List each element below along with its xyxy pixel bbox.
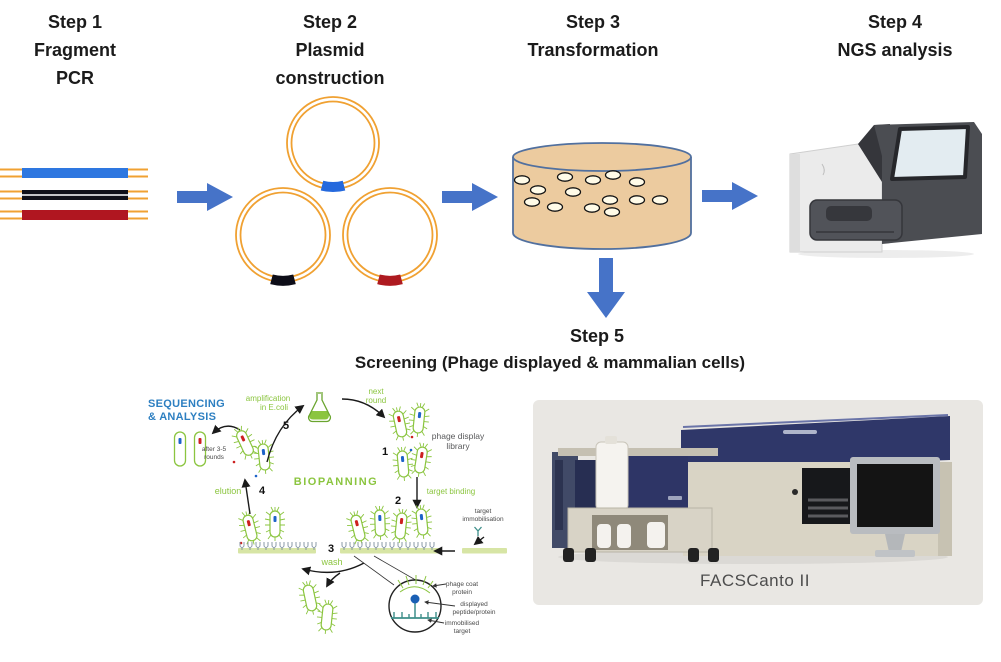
plasmids-graphic xyxy=(235,96,438,286)
fragment-red xyxy=(22,210,128,220)
to-sequencing-arrow xyxy=(211,424,241,435)
displayed-label-line2: peptide/protein xyxy=(452,609,495,616)
immobilise-arrow xyxy=(473,535,485,546)
step4-line2: NGS analysis xyxy=(837,40,953,60)
sequencing-label-line1: SEQUENCING xyxy=(148,398,225,410)
wash-label: wash xyxy=(320,557,342,567)
to-flask-arrow xyxy=(266,404,305,463)
step3-line1: Step 3 xyxy=(565,12,621,32)
sequencer-screen xyxy=(890,125,970,181)
target-immobilisation-line2: immobilisation xyxy=(462,516,504,523)
fresh-surface xyxy=(462,548,507,554)
step3-line2: Transformation xyxy=(527,40,659,60)
phage-library xyxy=(386,401,435,483)
dna-fragments-graphic xyxy=(0,168,148,220)
step2-line3: construction xyxy=(275,68,385,88)
biopanning-step4-number: 4 xyxy=(259,485,266,497)
sequenced-phage-pair xyxy=(173,431,207,467)
fragment-blue xyxy=(22,168,128,178)
phage-library-label-line2: library xyxy=(446,441,470,451)
amplification-label-line1: amplification xyxy=(246,394,290,403)
arrow-right-icon xyxy=(442,183,498,211)
step4-title: Step 4 NGS analysis xyxy=(837,8,952,64)
target-immobilisation-line1: target xyxy=(475,508,492,515)
bound-phages xyxy=(343,503,435,548)
step2-line1: Step 2 xyxy=(302,12,358,32)
biopanning-diagram: SEQUENCING & ANALYSIS after 3-5 rounds a… xyxy=(148,387,507,636)
amplification-label-line2: in E.coli xyxy=(260,403,288,412)
flask-icon xyxy=(307,392,332,423)
colonies xyxy=(513,170,669,217)
facs-main-lid xyxy=(681,416,950,470)
next-round-label-line2: round xyxy=(366,396,386,405)
arrow-right-icon xyxy=(177,183,233,211)
ngs-sequencer-graphic xyxy=(789,122,982,258)
eluted-phages xyxy=(228,422,277,478)
biopanning-step5-number: 5 xyxy=(283,420,289,432)
phage-library-label-line1: phage display xyxy=(432,431,485,441)
phage-coat-label-line1: phage coat xyxy=(446,581,478,588)
sequencing-label-line2: & ANALYSIS xyxy=(148,411,216,423)
target-binding-label: target binding xyxy=(427,487,475,496)
next-round-label-line1: next xyxy=(368,387,384,396)
step3-title: Step 3 Transformation xyxy=(527,8,658,64)
after-rounds-line2: rounds xyxy=(204,454,225,461)
carboy-bottle xyxy=(595,441,629,511)
step2-line2: Plasmid xyxy=(295,40,365,60)
displayed-label-line1: displayed xyxy=(460,601,488,608)
facs-caption: FACSCanto II xyxy=(700,571,810,590)
displayed-peptide-dot xyxy=(410,594,420,604)
step5-title-line2: Screening (Phage displayed & mammalian c… xyxy=(354,353,746,372)
elution-label: elution xyxy=(215,486,242,496)
plasmid-insert-blue xyxy=(320,180,346,192)
cart-wheels xyxy=(563,548,719,562)
immobilised-label-line2: target xyxy=(454,628,471,635)
step1-line3: PCR xyxy=(55,68,95,88)
biopanning-title: BIOPANNING xyxy=(294,476,378,488)
retained-phages xyxy=(235,506,286,548)
magnified-binding xyxy=(391,575,439,619)
washed-phages xyxy=(296,578,340,636)
facs-photo: FACSCanto II xyxy=(533,400,983,605)
step1-title: Step 1 Fragment PCR xyxy=(34,8,116,92)
arrow-right-icon xyxy=(702,182,758,210)
biopanning-step2-number: 2 xyxy=(395,495,401,507)
elution-arrow xyxy=(241,478,251,515)
biopanning-step1-number: 1 xyxy=(382,446,388,458)
step5-title-line1: Step 5 xyxy=(569,326,625,346)
wash-arrow xyxy=(301,562,365,576)
after-rounds-line1: after 3-5 xyxy=(202,446,227,453)
plasmid-insert-red xyxy=(377,274,403,286)
phage-coat-label-line2: protein xyxy=(452,589,472,596)
step1-line2: Fragment xyxy=(33,40,117,60)
immobilised-label-line1: immobilised xyxy=(445,620,480,627)
plasmid-insert-black xyxy=(270,274,296,286)
washed-surface xyxy=(238,548,316,554)
biopanning-step3-number: 3 xyxy=(328,543,334,555)
target-y-icon xyxy=(474,526,482,536)
binding-surface xyxy=(340,548,440,554)
step4-line1: Step 4 xyxy=(867,12,923,32)
step2-title: Step 2 Plasmid construction xyxy=(275,8,384,92)
next-round-arrow xyxy=(341,398,386,419)
wash-branch-arrow xyxy=(326,572,341,588)
step1-line1: Step 1 xyxy=(47,12,103,32)
petri-dish-graphic xyxy=(512,142,692,250)
arrow-down-icon xyxy=(587,258,625,318)
